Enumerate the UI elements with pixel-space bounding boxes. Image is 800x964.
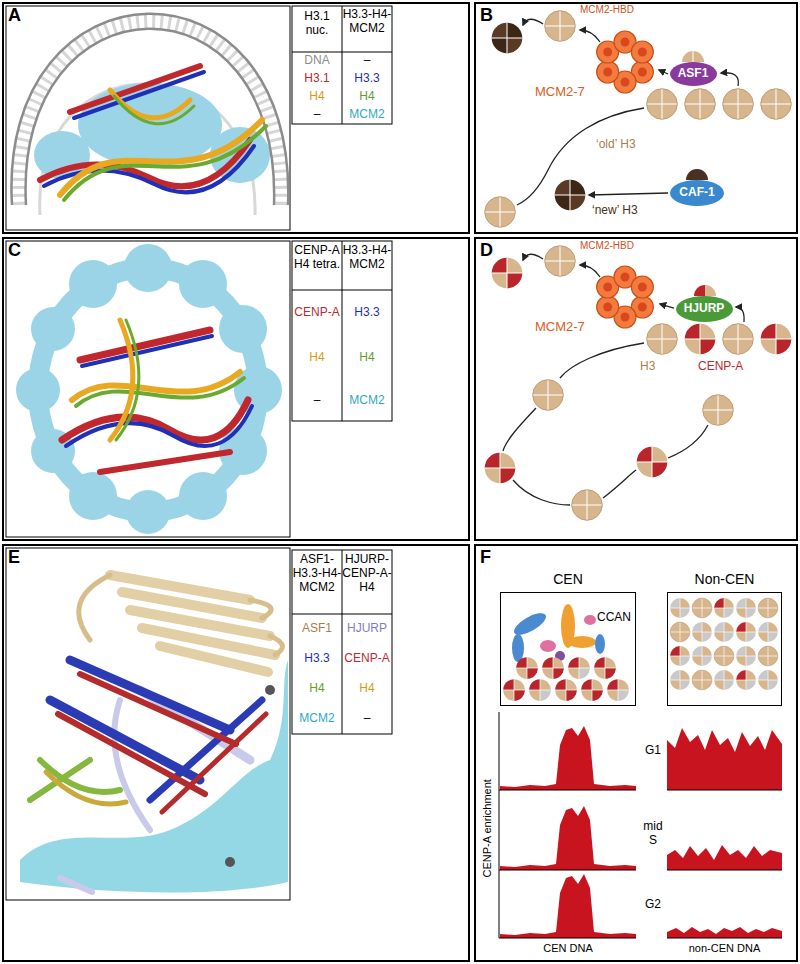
table-cell: MCM2	[292, 712, 342, 726]
table-cell: HJURP	[342, 622, 392, 636]
phase-label: G2	[640, 898, 666, 912]
mcm-subunit-core	[638, 48, 647, 57]
table-cell: –	[292, 394, 342, 408]
table-cell: HJURP-CENP-A-H4	[342, 553, 392, 594]
table-cell: –	[342, 712, 392, 726]
phase-label: mid S	[640, 820, 666, 848]
table-cell: CENP-A	[292, 306, 342, 320]
table-cell: H3.1 nuc.	[292, 10, 342, 38]
mcm-subunit	[597, 61, 619, 83]
mcm-subunit-core	[638, 68, 647, 77]
panel-letter: B	[480, 5, 493, 26]
table-cell: CENP-A	[342, 652, 392, 666]
table-cell: H3.3	[342, 72, 392, 86]
table-cell: DNA	[292, 54, 342, 68]
table-cell: H3.3	[342, 306, 392, 320]
annotation: ‘old’ H3	[596, 138, 636, 152]
protein-blob: CAF-1	[670, 180, 724, 206]
annotation: MCM2-HBD	[580, 240, 634, 252]
mcm-subunit-core	[621, 78, 630, 87]
region-heading: CEN	[501, 571, 635, 587]
panel-frame: FCENCCANNon-CEN	[474, 544, 798, 962]
axis-label: CEN DNA	[500, 942, 636, 955]
mcm-subunit-core	[603, 68, 612, 77]
mcm-ring: MCM2-7	[535, 30, 660, 100]
table-cell: H4	[292, 682, 342, 696]
protein-blob: ASF1	[670, 62, 717, 86]
table-cell: H4	[342, 351, 392, 365]
table-cell: H3.3	[292, 652, 342, 666]
chromatin-box: CENCCAN	[500, 592, 636, 706]
mcm-ring: MCM2-7	[535, 265, 660, 335]
table-cell: –	[342, 54, 392, 68]
mcm-subunit-core	[621, 273, 630, 282]
table-cell: H4	[342, 682, 392, 696]
protein-name: CAF-1	[679, 186, 714, 200]
table-cell: ASF1-H3.3-H4-MCM2	[292, 553, 342, 594]
ring-label: MCM2-7	[535, 85, 585, 100]
annotation: CENP-A	[698, 360, 743, 374]
mcm-subunit	[631, 41, 653, 63]
panel-frame: D HJURP MCM2-7	[474, 237, 798, 541]
mcm-subunit	[631, 276, 653, 298]
table-cell: H3.3-H4-MCM2	[342, 8, 392, 36]
panel-letter: F	[480, 547, 491, 568]
region-heading: Non-CEN	[668, 571, 781, 587]
panel-frame: E	[2, 544, 470, 962]
table-cell: MCM2	[342, 394, 392, 408]
ring-label: MCM2-7	[535, 320, 585, 335]
table-cell: MCM2	[342, 108, 392, 122]
annotation: MCM2-HBD	[580, 4, 634, 16]
mcm-subunit-core	[603, 283, 612, 292]
table-cell: ASF1	[292, 622, 342, 636]
table-cell: H3.1	[292, 72, 342, 86]
annotation: H3	[640, 360, 655, 374]
table-cell: –	[292, 108, 342, 122]
axis-label: CENP-A enrichment	[481, 779, 494, 877]
protein-name: HJURP	[684, 302, 725, 316]
panel-letter: A	[8, 5, 21, 26]
panel-letter: C	[8, 240, 21, 261]
table-cell: CENP-A H4 tetra.	[292, 244, 342, 272]
complex-name: CCAN	[597, 611, 631, 625]
panel-frame: B ASF1MCM2-7CAF-1	[474, 2, 798, 234]
mcm-subunit-core	[621, 38, 630, 47]
table-cell: H3.3-H4-MCM2	[342, 244, 392, 272]
panel-frame: C	[2, 237, 470, 541]
panel-frame: A	[2, 2, 470, 234]
protein-blob: HJURP	[676, 296, 733, 322]
panel-letter: D	[480, 240, 493, 261]
mcm-subunit-core	[603, 48, 612, 57]
table-cell: H4	[292, 90, 342, 104]
mcm-subunit-core	[603, 303, 612, 312]
annotation: ‘new’ H3	[592, 204, 638, 218]
mcm-subunit	[597, 296, 619, 318]
protein-name: ASF1	[678, 67, 709, 81]
table-cell: H4	[342, 90, 392, 104]
panel-letter: E	[8, 547, 20, 568]
phase-label: G1	[640, 744, 666, 758]
axis-label: non-CEN DNA	[667, 942, 782, 955]
mcm-subunit-core	[621, 313, 630, 322]
chromatin-box: Non-CEN	[667, 592, 782, 706]
table-cell: H4	[292, 351, 342, 365]
mcm-subunit-core	[638, 283, 647, 292]
mcm-subunit-core	[638, 303, 647, 312]
